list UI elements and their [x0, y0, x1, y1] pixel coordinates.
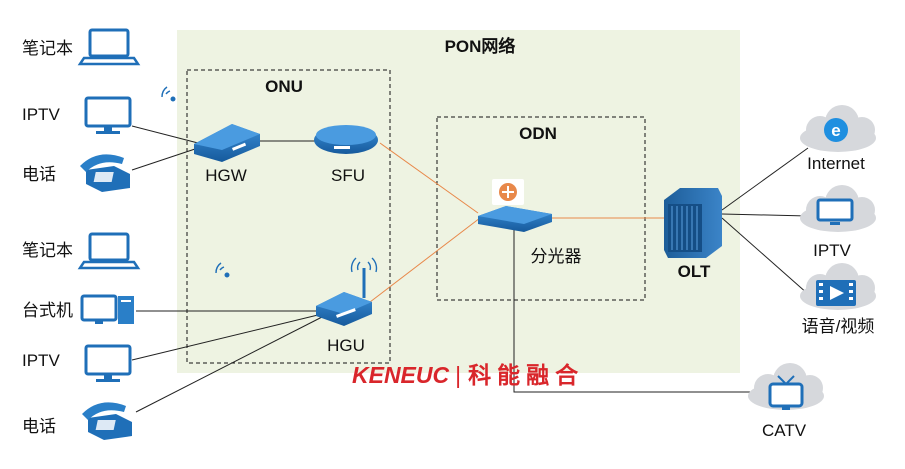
- service-label: IPTV: [813, 241, 851, 260]
- left-device-label: 电话: [22, 165, 56, 184]
- olt-device-icon: [664, 188, 722, 258]
- splitter-label: 分光器: [530, 247, 582, 266]
- pon-network-title: PON网络: [444, 37, 516, 56]
- service-links: [721, 147, 809, 295]
- left-device-label: IPTV: [22, 351, 60, 370]
- hgu-device-icon: [316, 257, 378, 326]
- copper-links: [131, 125, 325, 413]
- left-device-label: 笔记本: [22, 241, 73, 260]
- hgw-device-icon: [194, 124, 260, 162]
- hgu-label: HGU: [327, 336, 365, 355]
- service-label: Internet: [807, 154, 865, 173]
- internet-explorer-icon: [824, 118, 848, 142]
- iptv-cloud: [800, 185, 876, 232]
- service-label: 语音/视频: [801, 317, 875, 336]
- phone-icon: [80, 154, 130, 192]
- desktop-icon: [80, 294, 134, 324]
- onu-boundary: [186, 69, 391, 364]
- tv-icon: [816, 198, 854, 222]
- phone-icon: [82, 402, 132, 440]
- sfu-device-icon: [314, 125, 378, 154]
- olt-label: OLT: [677, 262, 711, 281]
- left-device-label: IPTV: [22, 105, 60, 124]
- keneuc-watermark-logo: KENEUC|科能融合: [352, 362, 585, 388]
- left-device-label: 笔记本: [22, 39, 73, 58]
- wifi-icon: [215, 262, 230, 278]
- catv-icon: [768, 375, 804, 410]
- left-device-label: 电话: [22, 417, 56, 436]
- catv-cloud: [748, 363, 824, 410]
- fiber-links: [369, 142, 664, 303]
- hgw-label: HGW: [205, 166, 247, 185]
- catv-link: [513, 228, 752, 393]
- laptop-icon: [78, 28, 140, 66]
- voice-video-cloud: [800, 263, 876, 310]
- wifi-icon: [161, 86, 176, 102]
- svg-text:e: e: [831, 121, 840, 140]
- odn-title: ODN: [519, 124, 557, 143]
- internet-cloud: e: [800, 105, 876, 152]
- monitor-icon: [84, 96, 132, 136]
- splitter-icon: [478, 179, 552, 232]
- service-label: CATV: [761, 421, 807, 440]
- laptop-icon: [78, 232, 140, 270]
- monitor-icon: [84, 344, 132, 384]
- sfu-label: SFU: [331, 166, 365, 185]
- left-device-label: 台式机: [22, 301, 73, 320]
- pon-network-area: [177, 30, 740, 373]
- onu-title: ONU: [265, 77, 303, 96]
